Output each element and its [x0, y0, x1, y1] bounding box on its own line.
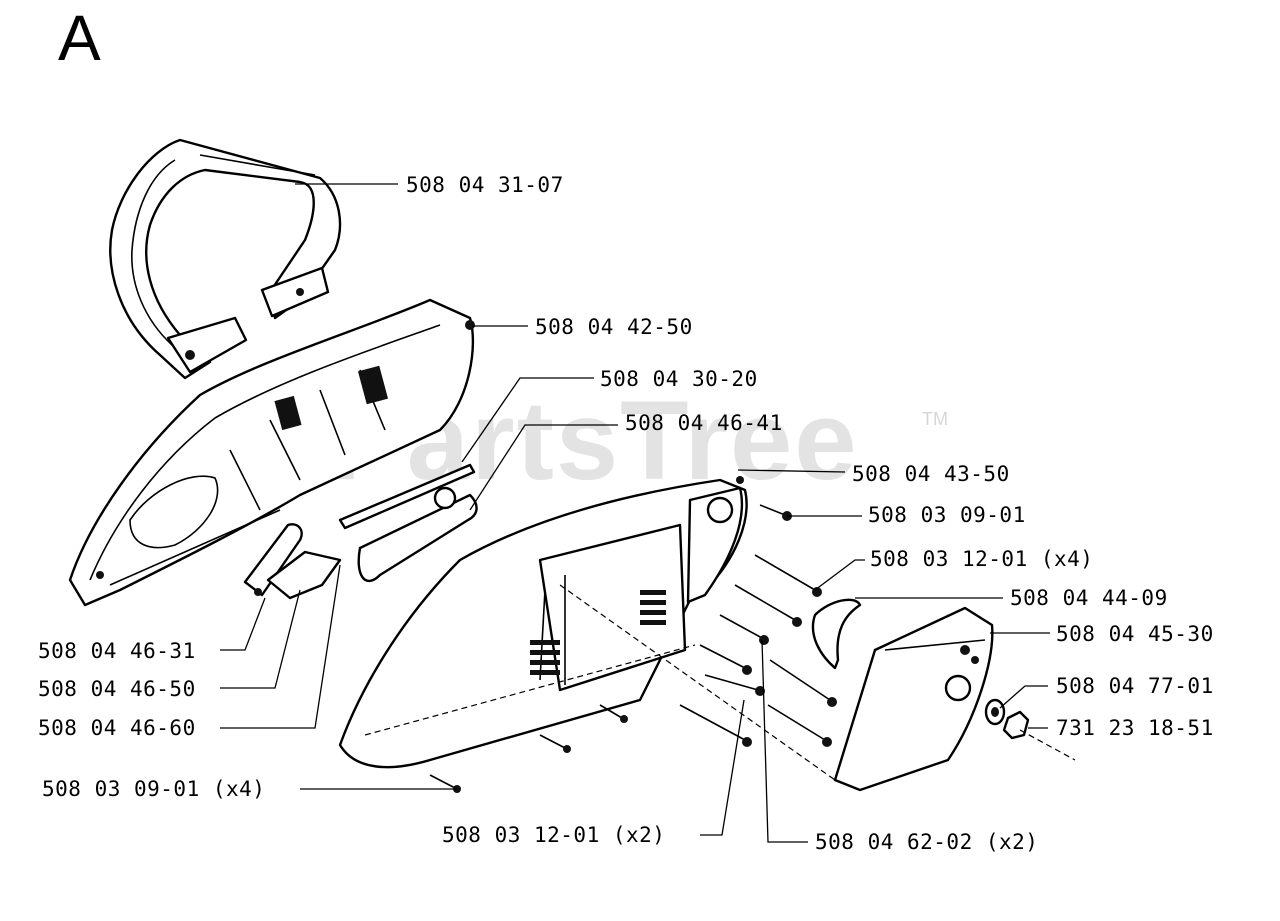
bar-cover-drawing[interactable] — [833, 606, 994, 792]
part-number-bolt[interactable]: 508 04 62-02 (x2) — [815, 830, 1039, 854]
watermark-trademark: TM — [922, 409, 948, 429]
washer-nut-drawing[interactable] — [984, 698, 1030, 740]
spring-clip-drawing[interactable] — [811, 598, 862, 670]
part-number-bar-cover[interactable]: 508 04 45-30 — [1056, 622, 1214, 646]
part-number-crankcase-cover[interactable]: 508 04 42-50 — [535, 315, 693, 339]
part-number-tensioner-slide[interactable]: 508 04 46-41 — [625, 411, 783, 435]
part-number-handle[interactable]: 508 04 31-07 — [406, 173, 564, 197]
part-number-screw-bottom[interactable]: 508 03 09-01 (x4) — [42, 777, 266, 801]
leader-lines — [220, 183, 1050, 843]
part-number-washer[interactable]: 508 04 77-01 — [1056, 674, 1214, 698]
part-number-nut[interactable]: 731 23 18-51 — [1056, 716, 1214, 740]
part-number-brake-lever-3[interactable]: 508 04 46-60 — [38, 716, 196, 740]
part-number-screw-short[interactable]: 508 03 12-01 (x2) — [442, 823, 666, 847]
part-number-side-cover[interactable]: 508 04 43-50 — [852, 462, 1010, 486]
brake-levers-drawing[interactable] — [243, 523, 342, 600]
part-number-brake-lever-1[interactable]: 508 04 46-31 — [38, 639, 196, 663]
tensioner-drawing[interactable] — [338, 463, 478, 582]
part-number-brake-lever-2[interactable]: 508 04 46-50 — [38, 677, 196, 701]
crankcase-cover-drawing[interactable] — [68, 298, 475, 607]
fasteners-drawing[interactable] — [429, 504, 837, 793]
part-number-spring-clip[interactable]: 508 04 44-09 — [1010, 586, 1168, 610]
section-letter: A — [58, 2, 101, 74]
part-number-tensioner-rod[interactable]: 508 04 30-20 — [600, 367, 758, 391]
part-number-screw-top[interactable]: 508 03 09-01 — [868, 503, 1026, 527]
side-cover-drawing[interactable] — [338, 476, 748, 769]
part-number-screw-long[interactable]: 508 03 12-01 (x4) — [870, 547, 1094, 571]
handle-drawing[interactable] — [109, 138, 342, 380]
